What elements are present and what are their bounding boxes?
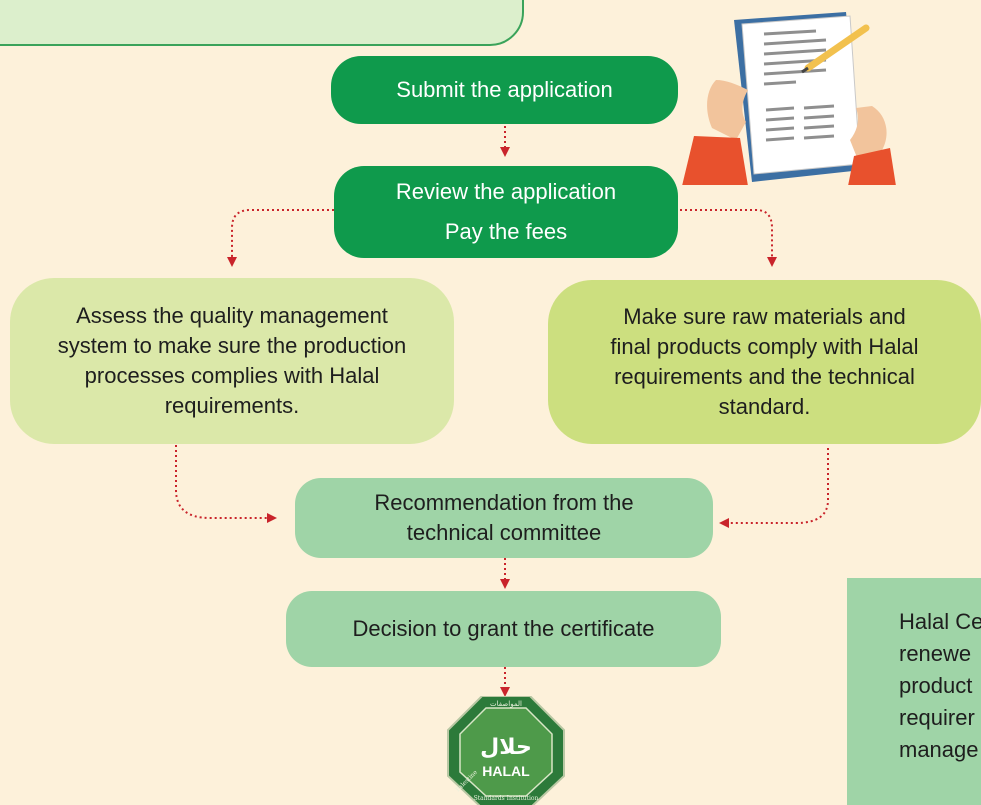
raw-materials-line-1: Make sure raw materials and [623, 304, 906, 329]
renewal-note-box: Halal Ce renewe product requirer manage [847, 578, 981, 805]
renewal-note-line-3: product [899, 673, 973, 698]
right-sleeve-icon [848, 148, 896, 185]
submit-application-label: Submit the application [396, 77, 613, 102]
assess-quality-line-2: system to make sure the production [57, 333, 407, 358]
arrow-right-to-recommendation [719, 448, 829, 528]
raw-materials-line-3: requirements and the technical [614, 364, 915, 389]
logo-halal-text: HALAL [482, 763, 530, 779]
decision-step: Decision to grant the certificate [286, 591, 721, 667]
review-application-label: Review the application [395, 179, 617, 204]
logo-arabic-text: حلال [480, 735, 532, 760]
assess-quality-line-4: requirements. [164, 393, 300, 418]
left-hand-icon [707, 80, 748, 140]
logo-ring-top: المواصفات [490, 700, 522, 708]
arrow-review-to-left [227, 209, 334, 267]
right-hand-icon [850, 106, 887, 160]
halal-logo-icon: المواصفات حلال HALAL Standards Instituti… [447, 696, 565, 805]
renewal-note-line-4: requirer [899, 705, 975, 730]
assess-quality-line-3: processes complies with Halal [84, 363, 380, 388]
arrow-left-to-recommendation [175, 440, 277, 523]
renewal-note-line-1: Halal Ce [899, 609, 981, 634]
raw-materials-line-2: final products comply with Halal [610, 334, 919, 359]
top-banner [0, 0, 524, 46]
arrow-review-to-right [680, 209, 777, 267]
decision-label: Decision to grant the certificate [352, 616, 655, 641]
document-hands-illustration [682, 12, 896, 185]
raw-materials-step: Make sure raw materials and final produc… [548, 280, 981, 444]
left-sleeve-icon [682, 136, 748, 185]
renewal-note-line-5: manage [899, 737, 979, 762]
assess-quality-step: Assess the quality management system to … [10, 278, 454, 444]
logo-ring-bottom: Standards Institution [474, 795, 539, 802]
raw-materials-line-4: standard. [718, 394, 811, 419]
assess-quality-line-1: Assess the quality management [76, 303, 388, 328]
submit-application-step: Submit the application [331, 56, 678, 124]
recommendation-line-1: Recommendation from the [374, 490, 634, 515]
pay-fees-label: Pay the fees [444, 219, 568, 244]
renewal-note-line-2: renewe [899, 641, 972, 666]
document-lines-icon [763, 29, 835, 142]
pencil-icon [804, 24, 870, 72]
recommendation-line-2: technical committee [406, 520, 602, 545]
recommendation-step: Recommendation from the technical commit… [295, 478, 713, 558]
review-application-step: Review the application Pay the fees [334, 166, 678, 258]
